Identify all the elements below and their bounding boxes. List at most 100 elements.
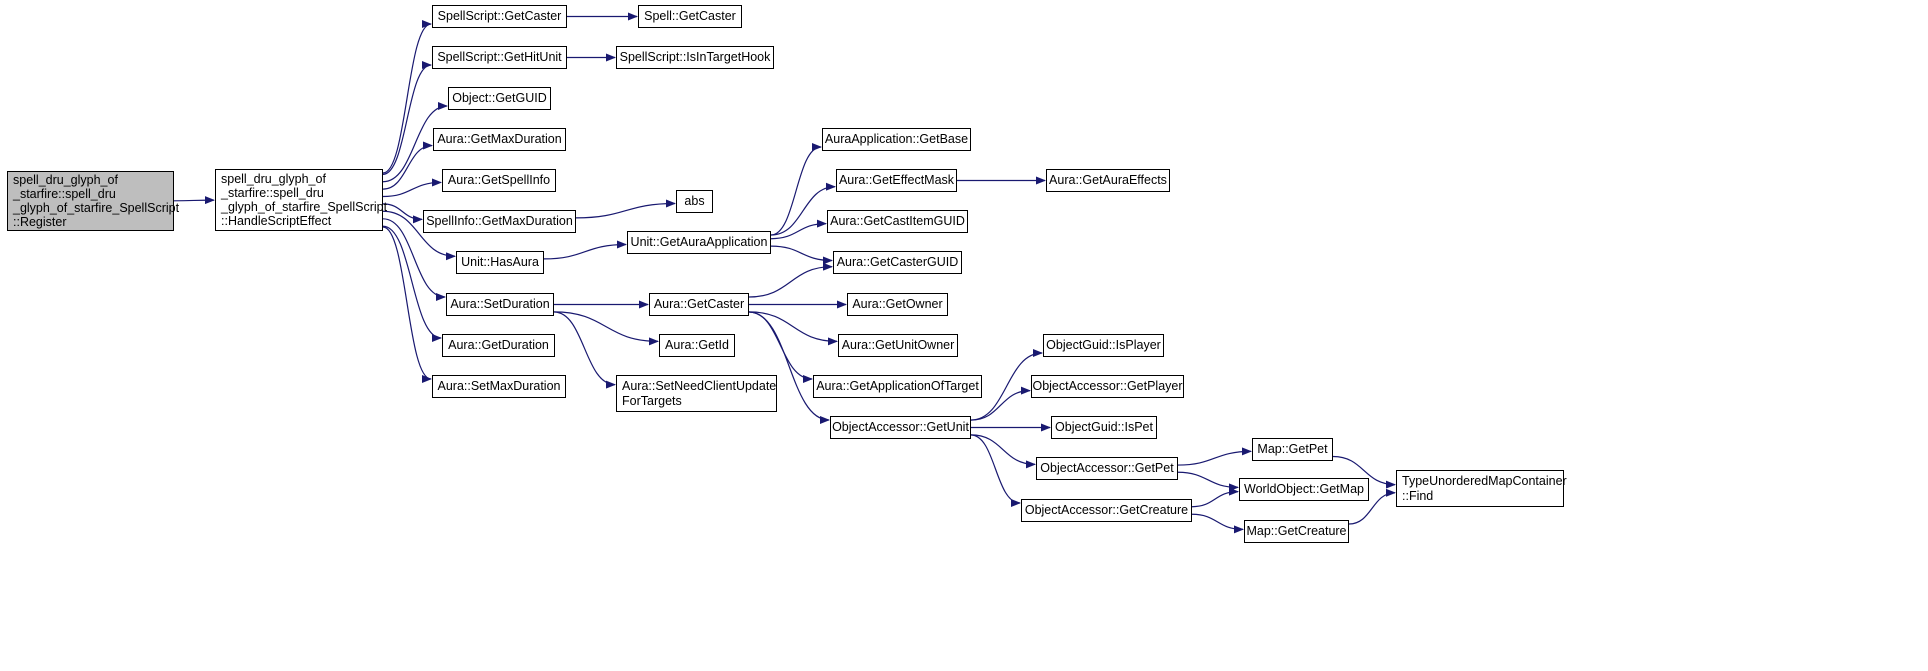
edge-aura-getcaster-to-getunitowner [748, 311, 838, 346]
edge-handle-to-aura-getmaxduration [382, 141, 433, 190]
edge-handle-to-spellscript-getcaster [382, 20, 432, 174]
node-spell-getcaster[interactable]: Spell::GetCaster [638, 5, 742, 28]
node-gethitunit[interactable]: SpellScript::GetHitUnit [432, 46, 567, 69]
edge-handle-to-setduration [382, 218, 446, 301]
node-getapplicationoftarget[interactable]: Aura::GetApplicationOfTarget [813, 375, 982, 398]
node-label-line: Object::GetGUID [452, 91, 547, 106]
node-find[interactable]: TypeUnorderedMapContainer::Find [1396, 470, 1567, 507]
node-spellinfo-getmaxduration[interactable]: SpellInfo::GetMaxDuration [423, 210, 576, 233]
node-isplayer[interactable]: ObjectGuid::IsPlayer [1043, 334, 1164, 357]
node-label-line: spell_dru_glyph_of [13, 172, 118, 187]
node-label-line: SpellScript::GetCaster [437, 9, 562, 24]
node-label-line: ObjectAccessor::GetPlayer [1032, 379, 1183, 394]
node-label-line: Aura::GetApplicationOfTarget [816, 379, 979, 394]
node-getunitowner[interactable]: Aura::GetUnitOwner [838, 334, 958, 357]
node-label-line: ObjectAccessor::GetCreature [1024, 503, 1189, 518]
node-getpet[interactable]: ObjectAccessor::GetPet [1036, 457, 1178, 480]
node-label-line: Aura::GetEffectMask [838, 173, 955, 188]
edge-map-getpet-to-find [1332, 455, 1396, 489]
node-label-line: Unit::HasAura [461, 255, 539, 270]
node-label-line: Map::GetPet [1257, 442, 1328, 457]
node-label-line: ::Find [1402, 488, 1434, 503]
node-label-line: ObjectGuid::IsPet [1055, 420, 1153, 435]
node-getcasterguid[interactable]: Aura::GetCasterGUID [833, 251, 962, 274]
edge-aura-getcaster-to-getcasterguid [748, 262, 833, 298]
edge-spellinfo-getmaxduration-to-abs [575, 199, 676, 219]
node-label-line: Aura::SetDuration [450, 297, 550, 312]
node-map-getpet[interactable]: Map::GetPet [1252, 438, 1333, 461]
node-aura-getmaxduration[interactable]: Aura::GetMaxDuration [433, 128, 566, 151]
edge-getauraapplication-to-getcasterguid [770, 245, 833, 265]
node-label-line: Aura::GetCastItemGUID [830, 214, 965, 229]
edge-aura-getcaster-to-objectaccessor-getunit [748, 311, 830, 424]
node-label-line: Unit::GetAuraApplication [630, 235, 768, 250]
edge-register-to-handle [173, 196, 215, 205]
node-label-line: WorldObject::GetMap [1244, 482, 1364, 497]
node-aura-getcaster[interactable]: Aura::GetCaster [649, 293, 749, 316]
node-label-line: ObjectAccessor::GetUnit [832, 420, 969, 435]
edge-getcreature-to-worldobject-getmap [1191, 487, 1239, 508]
node-worldobject-getmap[interactable]: WorldObject::GetMap [1239, 478, 1369, 501]
node-register: spell_dru_glyph_of_starfire::spell_dru_g… [7, 171, 179, 231]
edge-objectaccessor-getunit-to-getplayer [970, 386, 1031, 421]
node-label-line: ForTargets [622, 393, 682, 408]
node-hasaura[interactable]: Unit::HasAura [456, 251, 544, 274]
node-label-line: Map::GetCreature [1246, 524, 1347, 539]
edge-setduration-to-getid [553, 311, 659, 346]
node-label-line: Aura::GetMaxDuration [437, 132, 562, 147]
node-ispet[interactable]: ObjectGuid::IsPet [1051, 416, 1157, 439]
node-getguid[interactable]: Object::GetGUID [448, 87, 551, 110]
node-label-line: Aura::GetSpellInfo [447, 173, 551, 188]
edge-handle-to-getspellinfo [382, 178, 442, 198]
node-getowner[interactable]: Aura::GetOwner [847, 293, 948, 316]
edge-setduration-to-setneedclientupdate [553, 311, 616, 389]
node-label-line: Aura::GetAuraEffects [1049, 173, 1167, 188]
node-getcreature[interactable]: ObjectAccessor::GetCreature [1021, 499, 1192, 522]
node-getid[interactable]: Aura::GetId [659, 334, 735, 357]
node-label-line: abs [684, 194, 705, 209]
edge-handle-to-hasaura [382, 210, 456, 261]
node-label-line: Aura::GetUnitOwner [841, 338, 955, 353]
node-getspellinfo[interactable]: Aura::GetSpellInfo [442, 169, 556, 192]
node-label-line: ObjectAccessor::GetPet [1040, 461, 1174, 476]
node-handle[interactable]: spell_dru_glyph_of_starfire::spell_dru_g… [215, 169, 387, 231]
edge-getpet-to-map-getpet [1177, 447, 1252, 466]
node-spellscript-getcaster[interactable]: SpellScript::GetCaster [432, 5, 567, 28]
node-getduration[interactable]: Aura::GetDuration [442, 334, 555, 357]
edge-handle-to-getguid [382, 102, 448, 183]
node-isintargethook[interactable]: SpellScript::IsInTargetHook [616, 46, 774, 69]
node-abs[interactable]: abs [676, 190, 713, 213]
node-setduration[interactable]: Aura::SetDuration [446, 293, 554, 316]
node-label-line: Spell::GetCaster [644, 9, 736, 24]
node-label-line: Aura::SetMaxDuration [437, 379, 561, 394]
node-geteffectmask[interactable]: Aura::GetEffectMask [836, 169, 957, 192]
node-label-line: SpellScript::IsInTargetHook [619, 50, 771, 65]
node-label-line: _starfire::spell_dru [221, 185, 324, 200]
edge-getauraapplication-to-getcastitemguid [770, 219, 827, 240]
node-label-line: _glyph_of_starfire_SpellScript [221, 200, 388, 214]
node-map-getcreature[interactable]: Map::GetCreature [1244, 520, 1349, 543]
node-label-line: _glyph_of_starfire_SpellScript [13, 201, 180, 215]
edge-objectaccessor-getunit-to-getcreature [970, 434, 1021, 507]
edge-handle-to-getduration [382, 225, 442, 342]
node-label-line: SpellInfo::GetMaxDuration [426, 214, 573, 229]
edge-getauraapplication-to-geteffectmask [770, 182, 836, 236]
node-getplayer[interactable]: ObjectAccessor::GetPlayer [1031, 375, 1184, 398]
node-label-line: Aura::GetCasterGUID [836, 255, 959, 270]
node-label-line: ::Register [13, 215, 67, 230]
node-getbase[interactable]: AuraApplication::GetBase [822, 128, 971, 151]
edge-map-getcreature-to-find [1348, 488, 1396, 525]
node-setmaxduration[interactable]: Aura::SetMaxDuration [432, 375, 566, 398]
node-getcastitemguid[interactable]: Aura::GetCastItemGUID [827, 210, 968, 233]
node-getauraeffects[interactable]: Aura::GetAuraEffects [1046, 169, 1170, 192]
edge-handle-to-setmaxduration [382, 226, 432, 383]
edge-getpet-to-worldobject-getmap [1177, 471, 1239, 492]
node-objectaccessor-getunit[interactable]: ObjectAccessor::GetUnit [830, 416, 971, 439]
node-label-line: ObjectGuid::IsPlayer [1046, 338, 1161, 353]
node-getauraapplication[interactable]: Unit::GetAuraApplication [627, 231, 771, 254]
node-label-line: Aura::GetId [665, 338, 729, 353]
node-label-line: ::HandleScriptEffect [221, 214, 332, 229]
